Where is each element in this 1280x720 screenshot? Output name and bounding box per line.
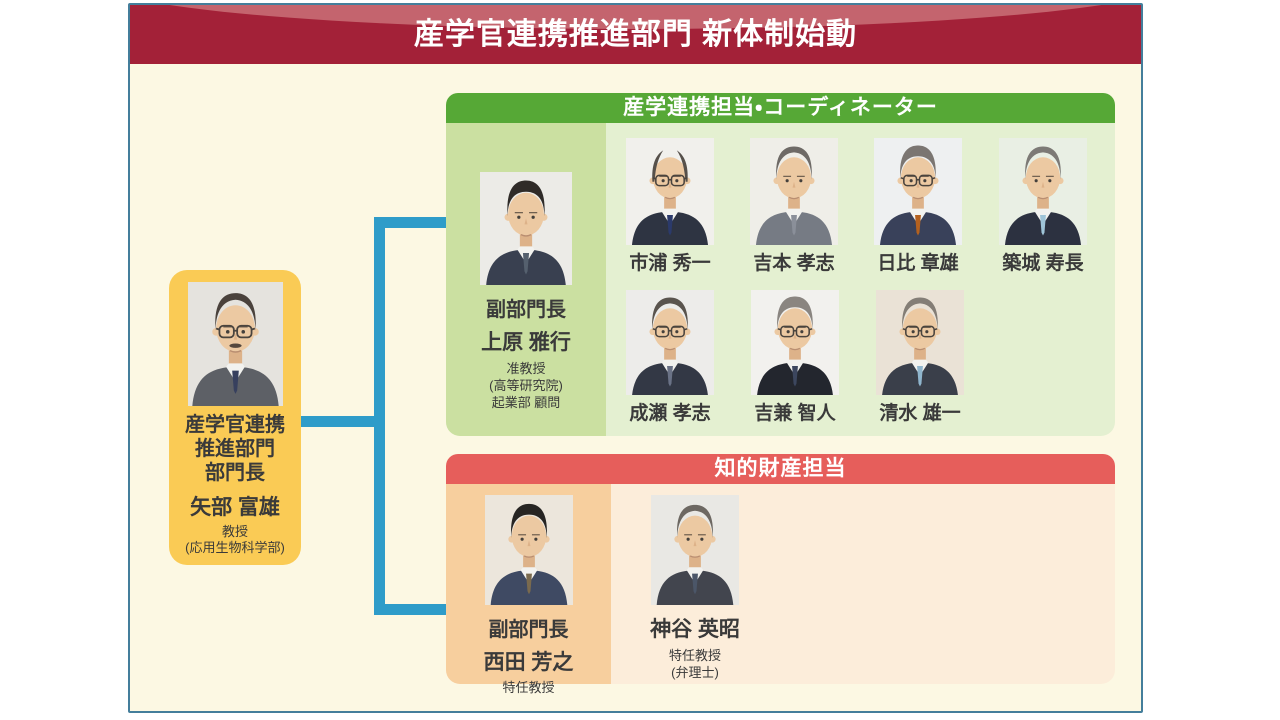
org-chart-slide: 産学官連携推進部門 新体制始動 産学官連携 推進部門 部門長 (128, 3, 1143, 713)
coordination-deputy-role: 副部門長 (486, 299, 566, 321)
ip-section-header: 知的財産担当 (446, 454, 1115, 484)
ip-section-title: 知的財産担当 (714, 457, 847, 480)
coordination-deputy-title: 准教授 (506, 361, 546, 376)
photo-tsuiki (999, 138, 1087, 245)
title-banner: 産学官連携推進部門 新体制始動 (130, 5, 1141, 64)
coordination-deputy-card: 副部門長 上原 雅行 准教授 (高等研究院) 起業部 顧問 (446, 172, 606, 410)
ip-member-note: (弁理士) (671, 665, 719, 680)
ip-deputy-role: 副部門長 (488, 619, 569, 641)
photo-yoshimoto (750, 138, 838, 245)
member-name-yoshikane: 吉兼 智人 (754, 403, 836, 424)
photo-shimizu (876, 290, 964, 395)
photo-nishida (484, 495, 573, 605)
member-name-ichiura: 市浦 秀一 (629, 253, 711, 274)
photo-naruse (626, 290, 714, 395)
coordination-deputy-name: 上原 雅行 (481, 331, 571, 354)
member-name-tsuiki: 築城 寿長 (1002, 253, 1084, 274)
connector-top-branch (374, 217, 450, 228)
ip-deputy-name: 西田 芳之 (483, 651, 574, 674)
member-card-tsuiki: 築城 寿長 (999, 138, 1087, 274)
member-card-naruse: 成瀬 孝志 (626, 290, 714, 424)
leader-dept-line3: 部門長 (205, 462, 265, 484)
photo-uehara (480, 172, 572, 285)
coordination-deputy-org: (高等研究院) (489, 378, 563, 393)
coordination-section-header: 産学連携担当・コーディネーター (446, 93, 1115, 123)
member-name-yoshimoto: 吉本 孝志 (753, 253, 835, 274)
coordination-deputy-note: 起業部 顧問 (491, 395, 561, 410)
member-name-naruse: 成瀬 孝志 (629, 403, 711, 424)
ip-deputy-title: 特任教授 (502, 680, 555, 695)
ip-deputy-card: 副部門長 西田 芳之 特任教授 (446, 495, 611, 695)
ip-member-card: 神谷 英昭 特任教授 (弁理士) (595, 495, 795, 680)
ip-member-name: 神谷 英昭 (650, 618, 740, 641)
member-card-yoshikane: 吉兼 智人 (751, 290, 839, 424)
ip-member-title: 特任教授 (668, 648, 721, 663)
leader-card: 産学官連携 推進部門 部門長 矢部 富雄 教授 (応用生物科学部) (169, 270, 301, 565)
member-name-hibi: 日比 章雄 (877, 253, 959, 274)
member-card-hibi: 日比 章雄 (874, 138, 962, 274)
photo-ichiura (626, 138, 714, 245)
photo-kamiya (651, 495, 739, 605)
leader-dept-line1: 産学官連携 (185, 414, 285, 436)
page-title: 産学官連携推進部門 新体制始動 (413, 18, 858, 51)
member-card-yoshimoto: 吉本 孝志 (750, 138, 838, 274)
leader-affiliation: (応用生物科学部) (185, 540, 285, 555)
member-card-ichiura: 市浦 秀一 (626, 138, 714, 274)
member-card-shimizu: 清水 雄一 (876, 290, 964, 424)
leader-title: 教授 (221, 524, 248, 539)
leader-dept-line2: 推進部門 (195, 438, 275, 460)
photo-hibi (874, 138, 962, 245)
photo-yoshikane (751, 290, 839, 395)
member-name-shimizu: 清水 雄一 (879, 403, 961, 424)
connector-leader-branch (301, 416, 384, 427)
connector-bottom-branch (374, 604, 450, 615)
leader-name: 矢部 富雄 (190, 496, 280, 519)
photo-yabe (187, 282, 283, 406)
coordination-section-title: 産学連携担当・コーディネーター (623, 96, 938, 119)
